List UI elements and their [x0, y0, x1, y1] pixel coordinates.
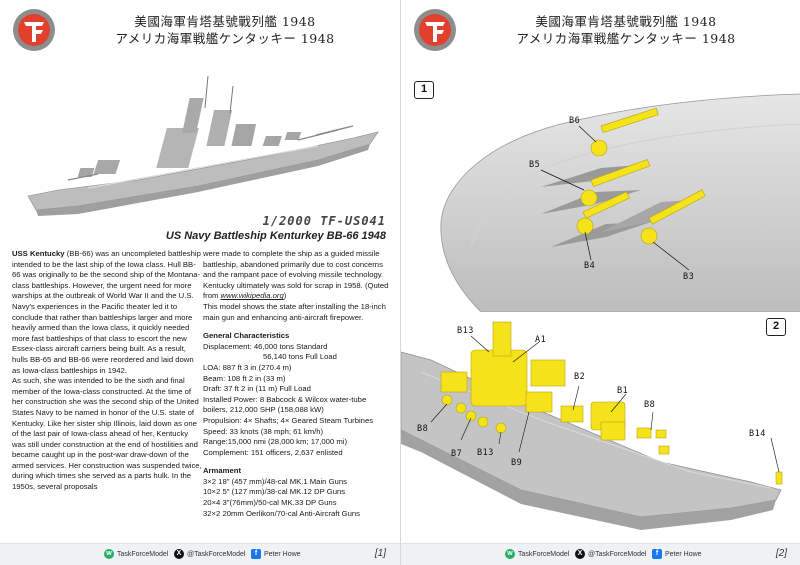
callout-b1: B1 — [617, 386, 629, 396]
spec-speed: Speed: 33 knots (38 mph; 61 km/h) — [203, 426, 324, 436]
wechat-handle[interactable]: w TaskForceModel — [505, 549, 569, 559]
facebook-icon: f — [652, 549, 662, 559]
facebook-handle[interactable]: f Peter Howe — [251, 549, 301, 559]
page-1: 美國海軍肯塔基號戰列艦 1948 アメリカ海軍戦艦ケンタッキー 1948 1/2… — [0, 0, 400, 565]
step-1-stern-illustration — [401, 72, 800, 312]
title-chinese: 美國海軍肯塔基號戰列艦 1948 — [535, 14, 717, 29]
wechat-icon: w — [104, 549, 114, 559]
model-code: 1/2000 TF-US041 — [262, 214, 386, 228]
armament-aa-guns: 32×2 20mm Oerlikon/70-cal Anti-Aircraft … — [203, 508, 361, 518]
taskforce-logo-icon — [414, 9, 456, 51]
page-header: 美國海軍肯塔基號戰列艦 1948 アメリカ海軍戦艦ケンタッキー 1948 — [401, 0, 800, 72]
facebook-icon: f — [251, 549, 261, 559]
spec-complement: Complement: 151 officers, 2,637 enlisted — [203, 447, 343, 457]
armament-heading: Armament — [203, 466, 242, 476]
spec-beam: Beam: 108 ft 2 in (33 m) — [203, 373, 286, 383]
callout-b4: B4 — [584, 261, 596, 271]
callout-b5: B5 — [529, 160, 541, 170]
callout-a1: A1 — [535, 335, 547, 345]
description-paragraph-3: were made to complete the ship as a guid… — [203, 249, 389, 301]
callout-b8-left: B8 — [417, 424, 429, 434]
page-header: 美國海軍肯塔基號戰列艦 1948 アメリカ海軍戦艦ケンタッキー 1948 — [0, 0, 400, 72]
callout-b7: B7 — [451, 449, 463, 459]
wechat-handle[interactable]: w TaskForceModel — [104, 549, 168, 559]
title-japanese: アメリカ海軍戦艦ケンタッキー 1948 — [516, 31, 736, 46]
x-icon: X — [174, 549, 184, 559]
armament-main-guns: 3×2 18" (457 mm)/48-cal MK.1 Main Guns — [203, 476, 347, 486]
callout-b3: B3 — [683, 272, 695, 282]
step-1-badge: 1 — [414, 81, 434, 99]
ship-profile-image — [27, 75, 379, 216]
description-column-1: USS Kentucky (BB-66) was an uncompleted … — [12, 249, 202, 493]
wechat-icon: w — [505, 549, 515, 559]
page-number: [2] — [775, 548, 787, 559]
spec-loa: LOA: 887 ft 3 in (270.4 m) — [203, 362, 292, 372]
description-column-2: were made to complete the ship as a guid… — [203, 249, 393, 519]
callout-b2: B2 — [574, 372, 586, 382]
armament-dp-guns-5in: 10×2 5" (127 mm)/38-cal MK.12 DP Guns — [203, 487, 346, 497]
callout-b13-top: B13 — [457, 326, 474, 336]
callout-b9: B9 — [511, 458, 523, 468]
x-handle[interactable]: X @TaskForceModel — [575, 549, 646, 559]
facebook-handle[interactable]: f Peter Howe — [652, 549, 702, 559]
page-footer: w TaskForceModel X @TaskForceModel f Pet… — [0, 543, 400, 565]
page-footer: w TaskForceModel X @TaskForceModel f Pet… — [401, 543, 800, 565]
title-chinese: 美國海軍肯塔基號戰列艦 1948 — [134, 14, 316, 29]
step-2-badge: 2 — [766, 318, 786, 336]
callout-b13-bottom: B13 — [477, 448, 494, 458]
step-2-superstructure-illustration — [401, 321, 783, 530]
x-handle[interactable]: X @TaskForceModel — [174, 549, 245, 559]
wikipedia-link[interactable]: www.wikipedia.org — [220, 291, 284, 301]
page-number: [1] — [374, 548, 386, 559]
x-icon: X — [575, 549, 585, 559]
spec-propulsion: Propulsion: 4× Shafts; 4× Geared Steam T… — [203, 415, 374, 425]
taskforce-logo-icon — [13, 9, 55, 51]
callout-b8-right: B8 — [644, 400, 656, 410]
callout-b6: B6 — [569, 116, 581, 126]
description-paragraph-2: As such, she was intended to be the sixt… — [12, 376, 202, 492]
spec-draft: Draft: 37 ft 2 in (11 m) Full Load — [203, 384, 311, 394]
armament-dp-guns-3in: 20×4 3"(76mm)/50-cal MK.33 DP Guns — [203, 498, 337, 508]
spec-range: Range:15,000 nmi (28,000 km; 17,000 mi) — [203, 437, 348, 447]
title-japanese: アメリカ海軍戦艦ケンタッキー 1948 — [115, 31, 335, 46]
page-2: 美國海軍肯塔基號戰列艦 1948 アメリカ海軍戦艦ケンタッキー 1948 — [400, 0, 800, 565]
spec-displacement: Displacement: 46,000 tons Standard — [203, 341, 328, 351]
callout-b14: B14 — [749, 429, 766, 439]
model-name: US Navy Battleship Kenturkey BB-66 1948 — [165, 230, 386, 242]
model-note: This model shows the state after install… — [203, 301, 386, 322]
spec-displacement-full: 56,140 tons Full Load — [263, 352, 337, 362]
description-paragraph-1: USS Kentucky (BB-66) was an uncompleted … — [12, 249, 201, 375]
ship-name: USS Kentucky — [12, 249, 65, 258]
spec-power: Installed Power: 8 Babcock & Wilcox wate… — [203, 394, 367, 415]
specs-heading: General Characteristics — [203, 331, 290, 341]
